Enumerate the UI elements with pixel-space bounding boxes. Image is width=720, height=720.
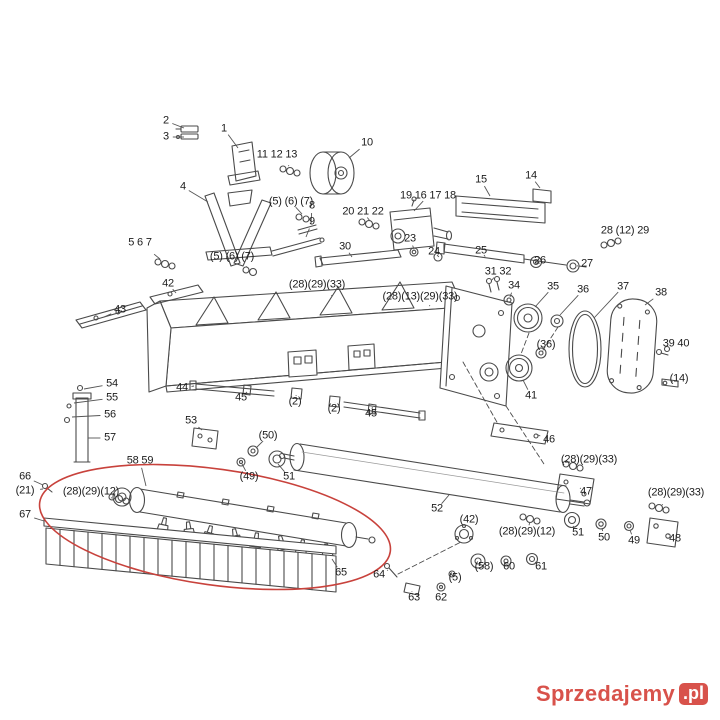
watermark: Sprzedajemy .pl bbox=[536, 681, 708, 707]
leader-lines bbox=[33, 123, 674, 593]
watermark-text: Sprzedajemy bbox=[535, 681, 675, 706]
watermark-tld-badge: .pl bbox=[679, 683, 708, 705]
highlight-ellipse bbox=[38, 463, 392, 591]
